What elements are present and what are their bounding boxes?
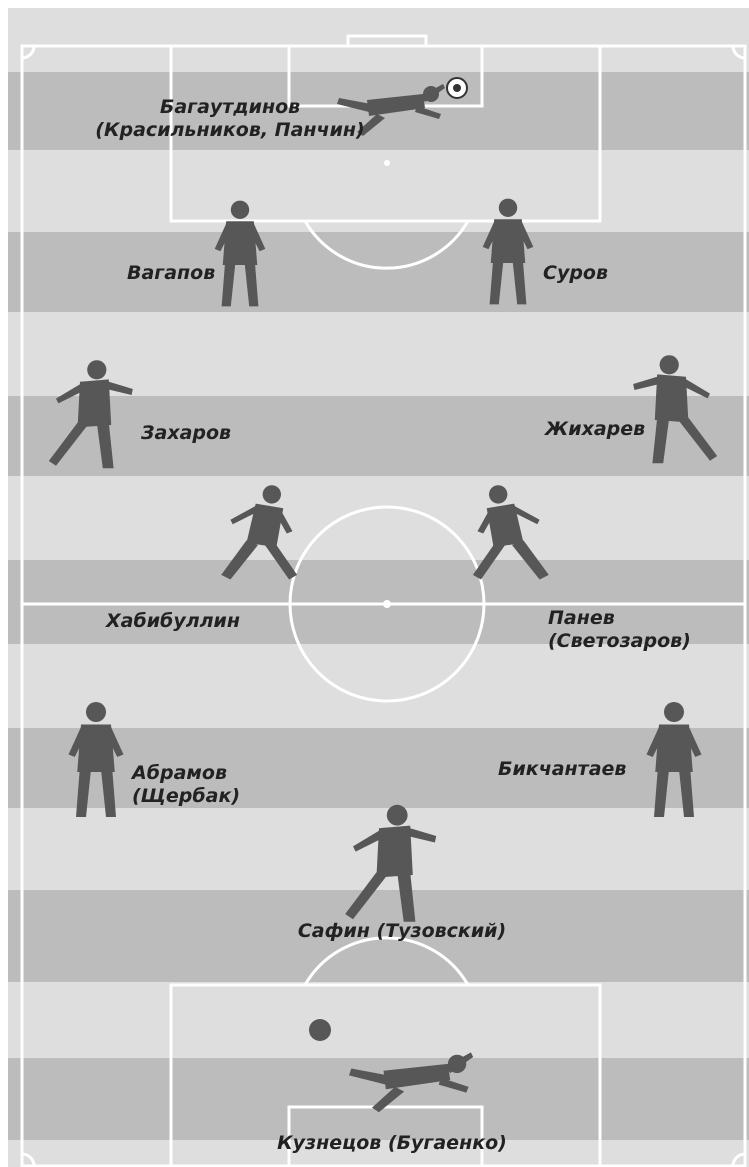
player-name: Панев xyxy=(548,607,691,630)
pitch-stripes xyxy=(8,8,749,1167)
player-label-def-right: Суров xyxy=(543,262,608,285)
player-label-mid-right: Панев (Светозаров) xyxy=(548,607,691,653)
ball-icon xyxy=(447,78,467,98)
player-label-striker: Кузнецов (Бугаенко) xyxy=(262,1132,522,1155)
player-name: Кузнецов (Бугаенко) xyxy=(262,1132,522,1155)
player-label-forward: Сафин (Тузовский) xyxy=(270,920,534,943)
player-label-goalkeeper: Багаутдинов (Красильников, Панчин) xyxy=(60,96,400,142)
player-substitutes: (Красильников, Панчин) xyxy=(60,119,400,142)
player-substitutes: (Светозаров) xyxy=(548,630,691,653)
player-name: Бикчантаев xyxy=(498,758,626,781)
player-label-def-left: Вагапов xyxy=(127,262,215,285)
player-label-wide-right: Жихарев xyxy=(545,418,645,441)
player-name: Захаров xyxy=(141,422,231,445)
player-label-att-left: Абрамов (Щербак) xyxy=(132,762,240,808)
player-name: Суров xyxy=(543,262,608,285)
player-name: Багаутдинов xyxy=(60,96,400,119)
player-name: Абрамов xyxy=(132,762,240,785)
pitch-stripe xyxy=(8,1058,749,1140)
player-label-mid-left: Хабибуллин xyxy=(106,610,240,633)
player-name: Хабибуллин xyxy=(106,610,240,633)
player-name: Вагапов xyxy=(127,262,215,285)
player-name: Сафин (Тузовский) xyxy=(270,920,534,943)
ball-icon xyxy=(309,1019,331,1041)
pitch-stripe xyxy=(8,728,749,808)
pitch-stripe xyxy=(8,232,749,312)
player-name: Жихарев xyxy=(545,418,645,441)
player-label-wide-left: Захаров xyxy=(141,422,231,445)
player-substitutes: (Щербак) xyxy=(132,785,240,808)
player-label-att-right: Бикчантаев xyxy=(498,758,626,781)
